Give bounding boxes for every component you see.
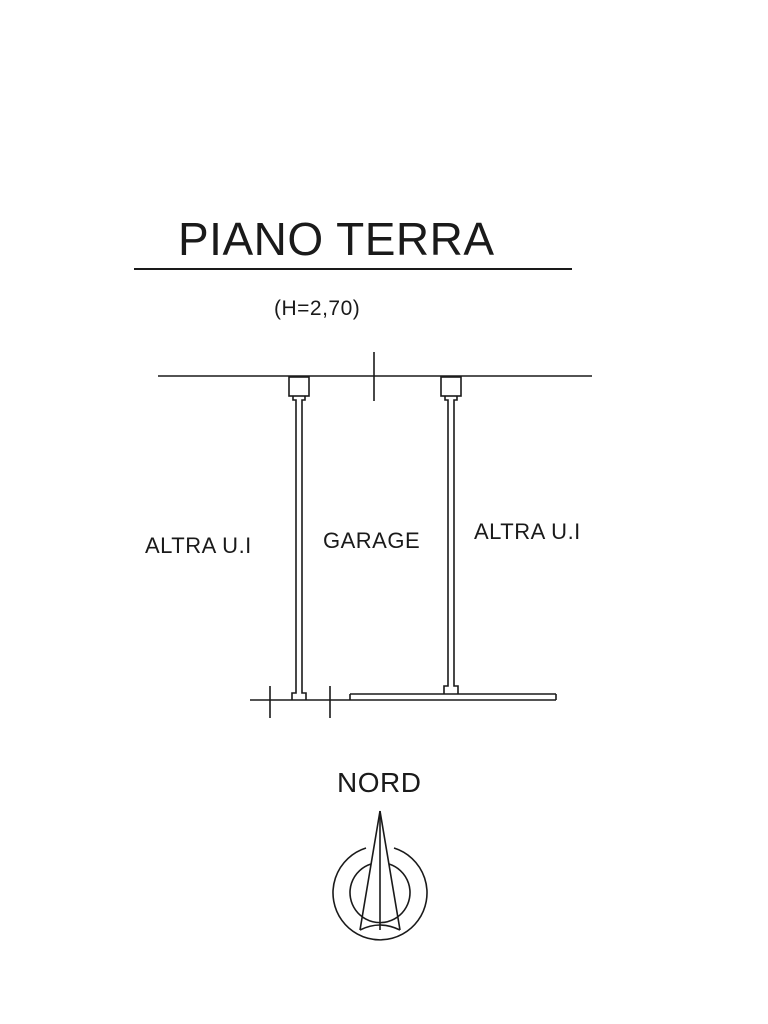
- room-label-left-unit: ALTRA U.I: [145, 533, 252, 558]
- north-arrow-icon: [332, 810, 428, 941]
- bottom-boundary-wall: [250, 693, 557, 701]
- left-partition-wall: [288, 376, 310, 700]
- room-label-garage: GARAGE: [323, 528, 421, 553]
- ceiling-height-note: (H=2,70): [274, 297, 361, 320]
- title-underline: [134, 268, 572, 270]
- right-partition-wall: [440, 376, 462, 694]
- plan-title: PIANO TERRA: [178, 213, 495, 265]
- north-label: NORD: [337, 767, 422, 798]
- room-label-right-unit: ALTRA U.I: [474, 519, 581, 544]
